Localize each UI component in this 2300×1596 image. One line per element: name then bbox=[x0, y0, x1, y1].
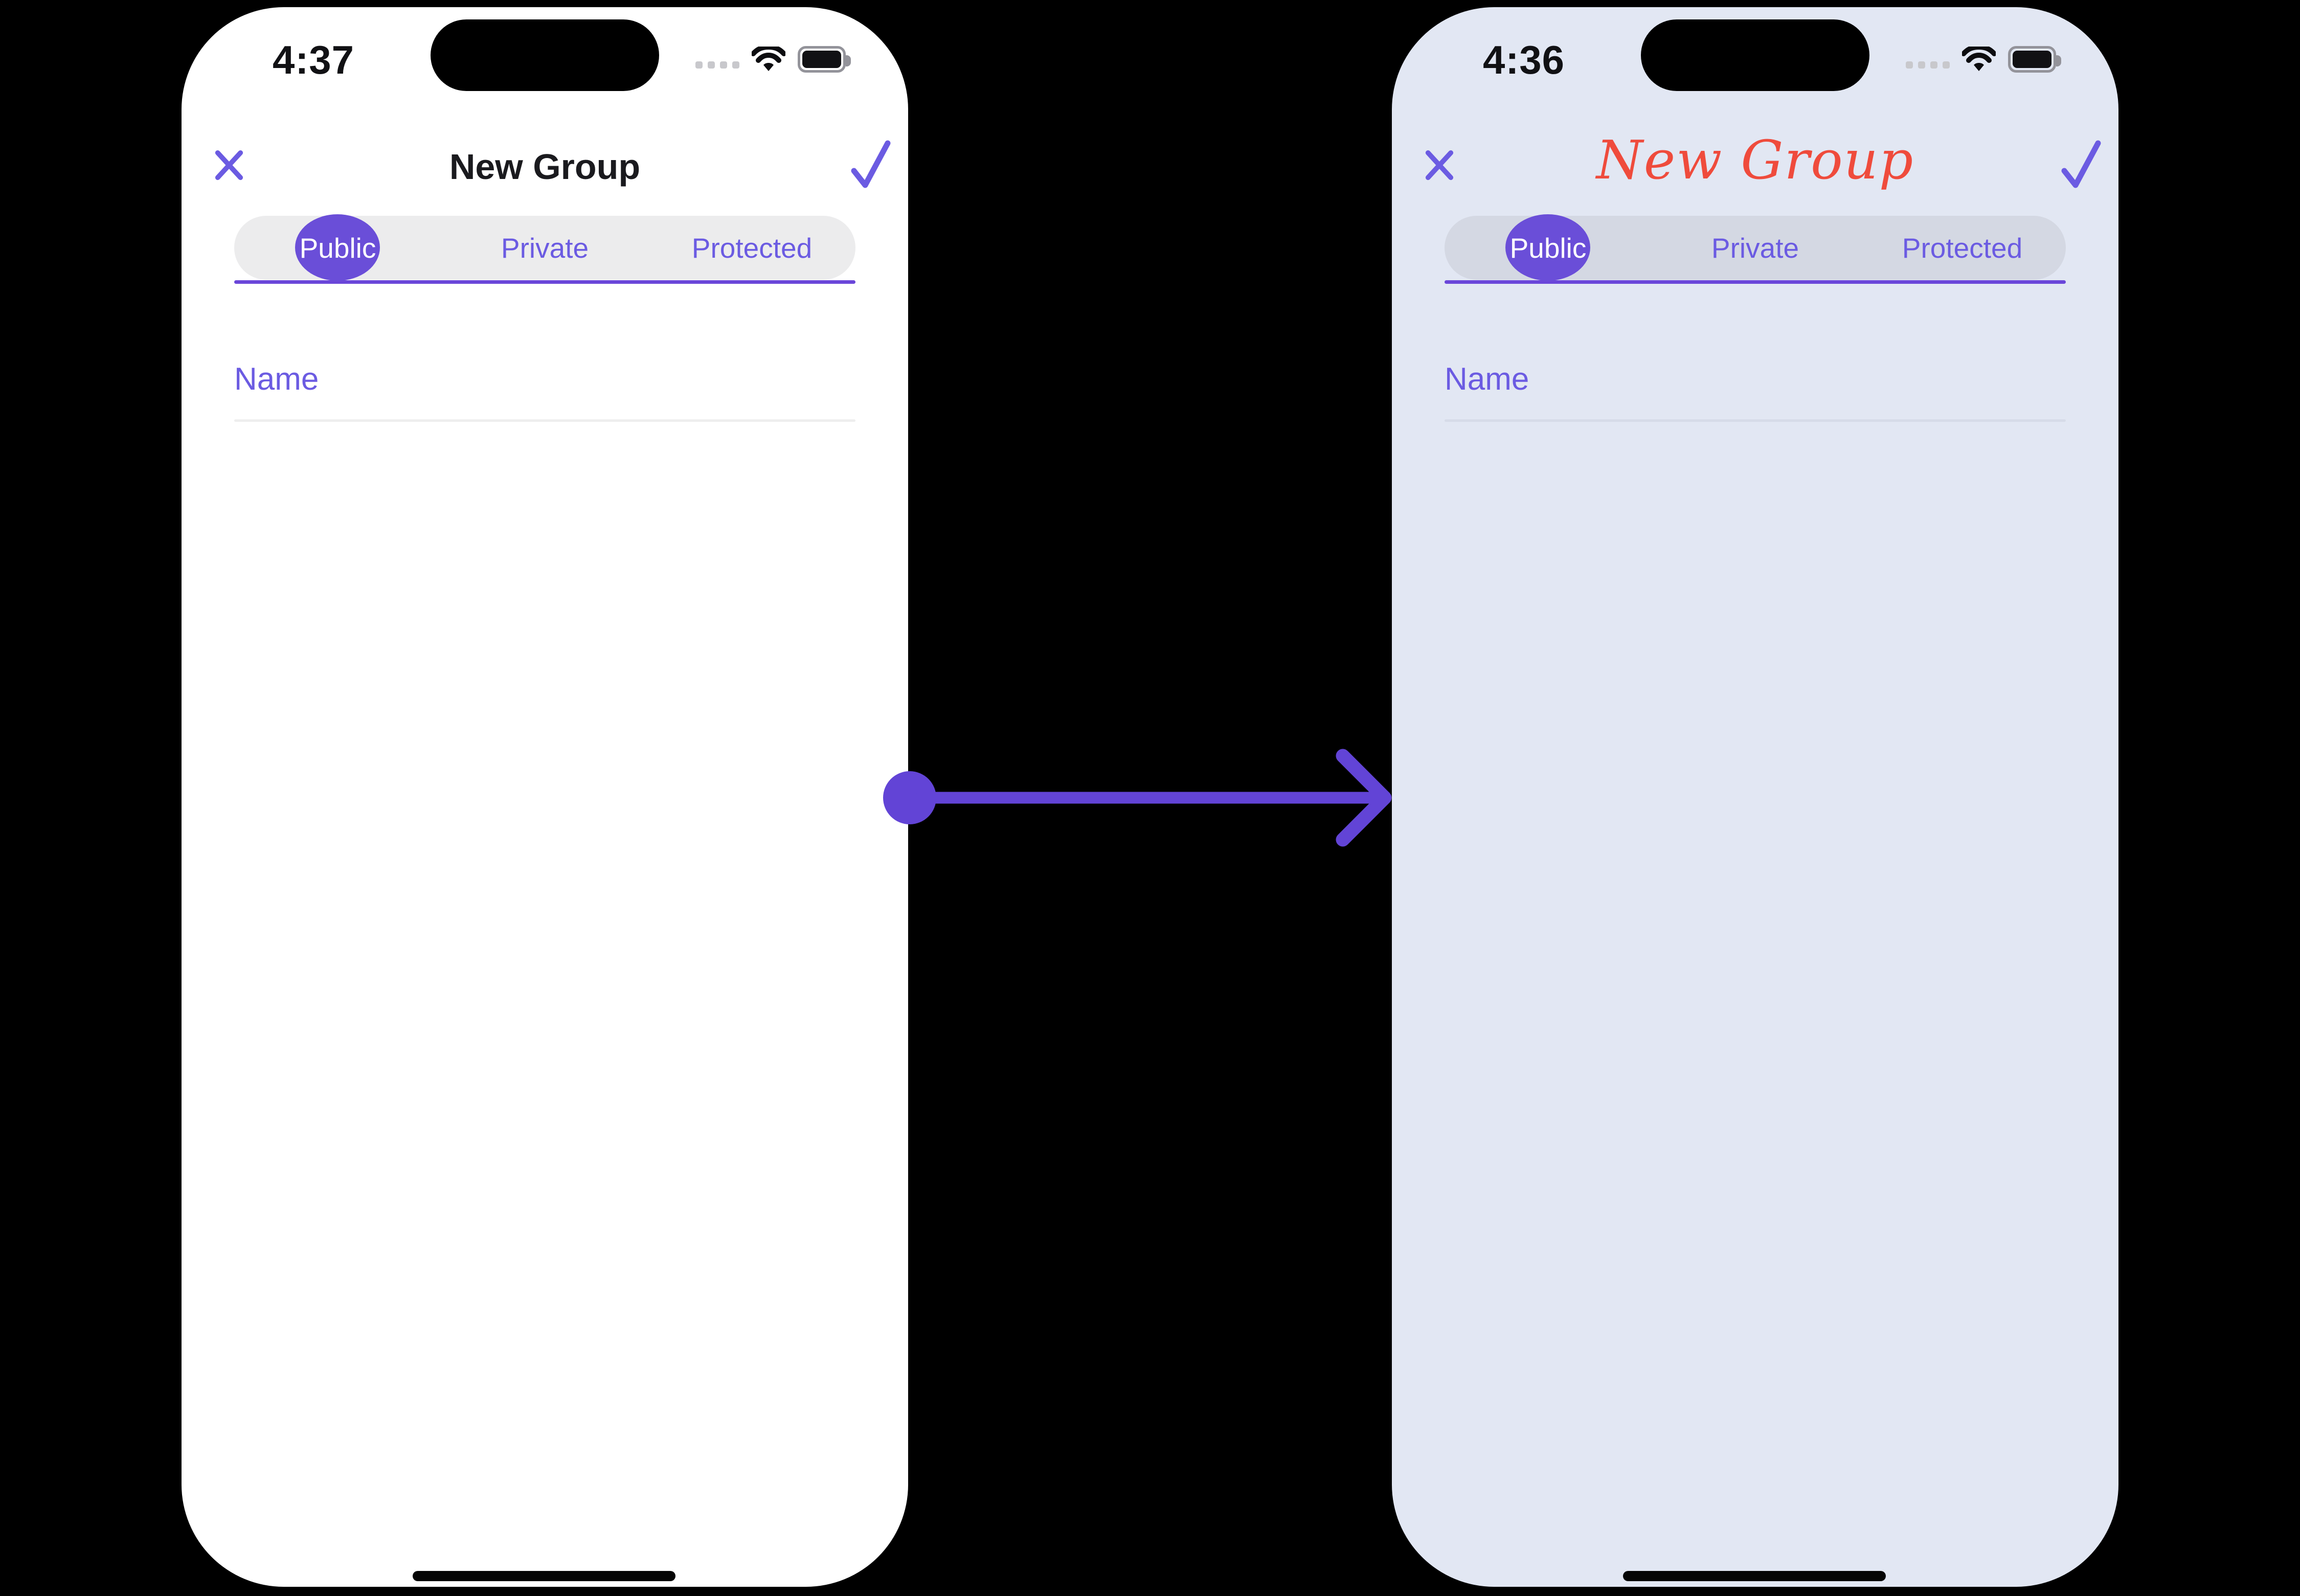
status-icons bbox=[695, 41, 852, 78]
transition-arrow bbox=[883, 749, 1392, 847]
close-icon bbox=[1425, 150, 1454, 181]
wifi-icon bbox=[752, 47, 785, 71]
name-input[interactable] bbox=[1445, 351, 2066, 407]
page-title: New Group bbox=[1596, 129, 1914, 191]
close-icon bbox=[215, 150, 243, 181]
confirm-button[interactable] bbox=[850, 139, 891, 188]
phone-after: 4:36 New Group bbox=[1392, 7, 2118, 1587]
segmented-control-underline bbox=[1445, 280, 2066, 284]
home-indicator[interactable] bbox=[413, 1571, 675, 1581]
selected-tab-indicator bbox=[295, 214, 380, 281]
status-time: 4:37 bbox=[272, 37, 355, 82]
dynamic-island bbox=[431, 19, 659, 91]
status-icons bbox=[1906, 41, 2062, 78]
visibility-segmented-control: Public Private Protected bbox=[1445, 214, 2066, 284]
close-button[interactable] bbox=[1424, 149, 1455, 181]
tab-public[interactable]: Public bbox=[234, 216, 441, 280]
phone-before: 4:37 New Group bbox=[182, 7, 908, 1587]
cellular-dots-icon bbox=[695, 61, 739, 69]
battery-full-icon bbox=[2008, 46, 2061, 73]
arrow-head bbox=[1336, 749, 1392, 847]
name-input-underline bbox=[1445, 419, 2066, 422]
home-indicator[interactable] bbox=[1623, 1571, 1886, 1581]
segmented-control-underline bbox=[234, 280, 855, 284]
arrow-start-dot bbox=[883, 771, 936, 824]
tab-private[interactable]: Private bbox=[1652, 216, 1859, 280]
checkmark-icon bbox=[851, 140, 891, 188]
name-input-underline bbox=[234, 419, 855, 422]
tab-private[interactable]: Private bbox=[441, 216, 648, 280]
confirm-button[interactable] bbox=[2060, 139, 2101, 188]
tab-protected[interactable]: Protected bbox=[1859, 216, 2066, 280]
wifi-icon bbox=[1962, 47, 1996, 71]
selected-tab-indicator bbox=[1505, 214, 1590, 281]
tab-protected[interactable]: Protected bbox=[648, 216, 855, 280]
checkmark-icon bbox=[2061, 140, 2101, 188]
status-time: 4:36 bbox=[1482, 37, 1565, 82]
battery-full-icon bbox=[798, 46, 851, 73]
dynamic-island bbox=[1641, 19, 1869, 91]
visibility-segmented-control: Public Private Protected bbox=[234, 214, 855, 284]
cellular-dots-icon bbox=[1906, 61, 1950, 69]
name-input[interactable] bbox=[234, 351, 855, 407]
tab-public[interactable]: Public bbox=[1445, 216, 1652, 280]
page-title: New Group bbox=[449, 147, 641, 187]
close-button[interactable] bbox=[213, 149, 245, 181]
